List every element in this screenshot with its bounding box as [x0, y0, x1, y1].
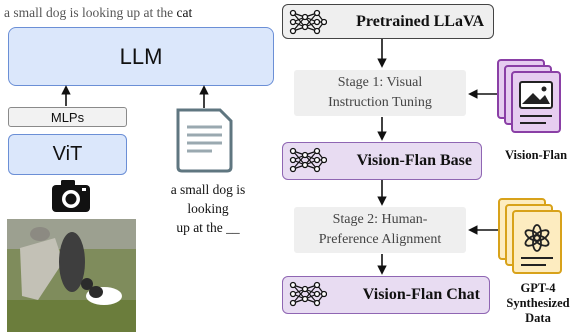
gpt-data-label: GPT-4 Synthesized Data	[498, 281, 578, 326]
input-caption: a small dog is looking up at the __	[150, 180, 266, 237]
output-caption-prefix: a small dog is looking up at the	[4, 5, 174, 20]
output-caption-answer: cat	[176, 5, 193, 20]
neural-network-icon	[289, 281, 327, 307]
mlp-box: MLPs	[8, 107, 127, 127]
stage2-box: Stage 2: Human- Preference Alignment	[294, 207, 466, 253]
document-icon	[176, 108, 233, 173]
vision-flan-base-box: Vision-Flan Base	[282, 142, 482, 180]
camera-icon	[52, 180, 90, 212]
vit-label: ViT	[52, 143, 83, 165]
llm-label: LLM	[119, 43, 163, 69]
vision-flan-chat-box: Vision-Flan Chat	[282, 276, 490, 314]
neural-network-icon	[289, 147, 327, 173]
gpt-label-line3: Data	[525, 311, 551, 325]
stage1-line1: Stage 1: Visual	[337, 75, 423, 90]
gpt-label-line2: Synthesized	[506, 296, 570, 310]
dog-cat-photo	[7, 219, 136, 332]
vision-flan-data-label: Vision-Flan	[504, 148, 568, 162]
stage2-line2: Preference Alignment	[318, 232, 442, 247]
neural-network-icon	[289, 9, 327, 35]
vit-box: ViT	[8, 134, 127, 175]
image-dataset-icon	[497, 59, 561, 133]
pretrained-llava-box: Pretrained LLaVA	[282, 4, 494, 39]
vision-flan-base-label: Vision-Flan Base	[356, 152, 472, 169]
vision-flan-chat-label: Vision-Flan Chat	[362, 286, 480, 303]
output-caption: a small dog is looking up at the cat	[4, 5, 274, 21]
input-caption-line2: up at the __	[176, 220, 240, 235]
mlp-label: MLPs	[50, 109, 85, 125]
stage2-line1: Stage 2: Human-	[332, 212, 428, 227]
pretrained-llava-label: Pretrained LLaVA	[356, 12, 484, 30]
stage1-line2: Instruction Tuning	[328, 95, 432, 110]
input-caption-line1: a small dog is looking	[170, 182, 246, 216]
llm-box: LLM	[8, 27, 274, 86]
gpt-label-line1: GPT-4	[520, 281, 556, 295]
openai-dataset-icon	[498, 198, 562, 274]
stage1-box: Stage 1: Visual Instruction Tuning	[294, 70, 466, 116]
